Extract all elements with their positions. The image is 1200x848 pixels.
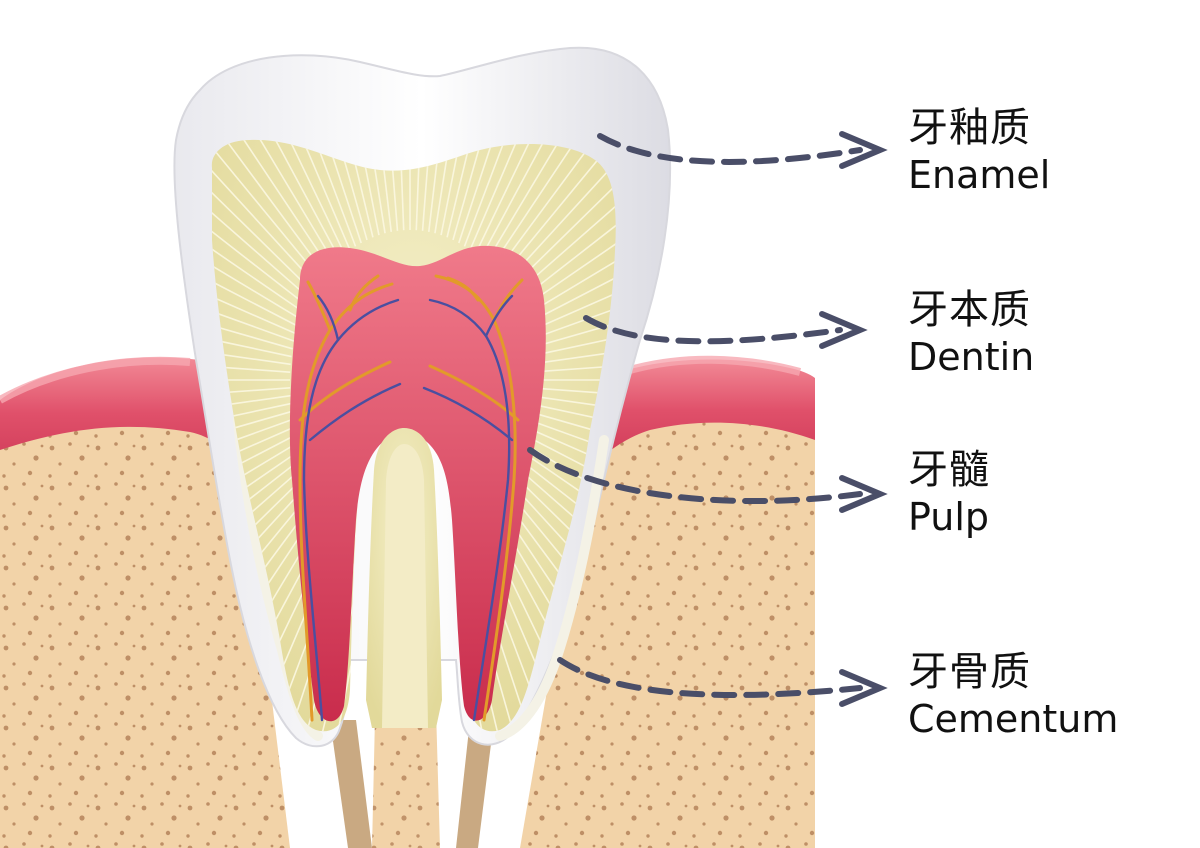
enamel-arrowhead [839, 131, 888, 169]
label-cementum-zh: 牙骨质 [908, 649, 1031, 695]
callout-arrows [527, 131, 888, 707]
label-dentin-zh: 牙本质 [908, 287, 1031, 333]
label-cementum-en: Cementum [908, 697, 1119, 741]
label-dentin-en: Dentin [908, 335, 1035, 379]
label-cementum: 牙骨质 Cementum [908, 652, 1118, 738]
cementum-arrowhead [839, 669, 888, 707]
nerves-and-vessels [298, 274, 524, 722]
gum [0, 355, 815, 470]
label-dentin: 牙本质 Dentin [908, 290, 1034, 376]
pulp-arrow [527, 447, 863, 504]
label-enamel-zh: 牙釉质 [908, 105, 1031, 151]
label-pulp-en: Pulp [908, 495, 990, 539]
label-enamel-en: Enamel [908, 153, 1051, 197]
label-enamel: 牙釉质 Enamel [908, 108, 1050, 194]
enamel-arrow [597, 133, 863, 165]
dentin-arrowhead [819, 311, 868, 349]
cementum-arrow [557, 657, 863, 698]
pulp-chamber [289, 245, 546, 728]
root-canal-extension [330, 720, 494, 848]
pulp-arrowhead [839, 475, 888, 513]
dentin-arrow [583, 315, 843, 345]
label-pulp: 牙髓 Pulp [908, 450, 990, 536]
label-pulp-zh: 牙髓 [908, 447, 990, 493]
